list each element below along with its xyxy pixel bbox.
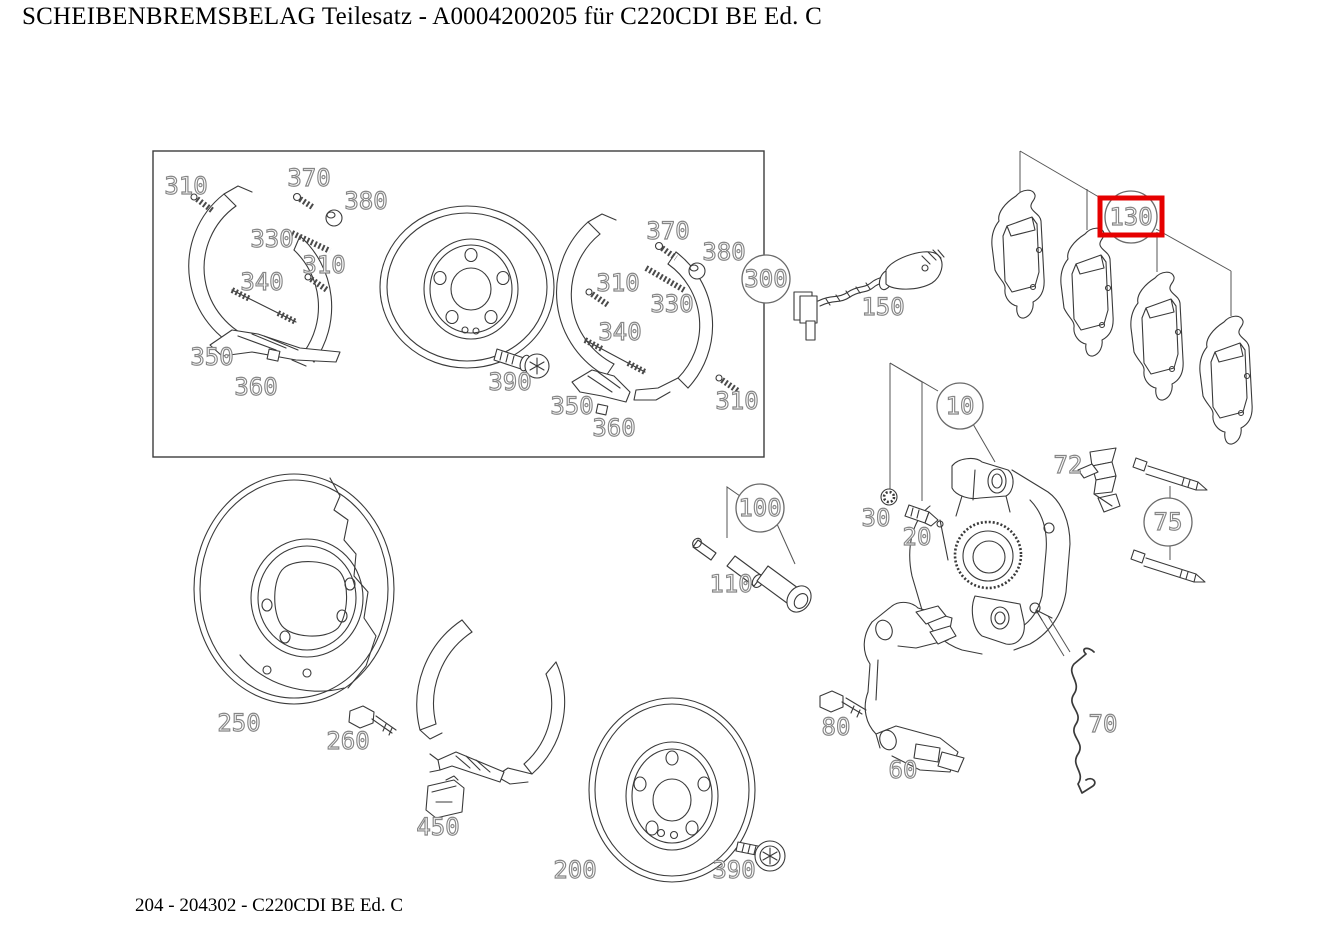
callout-330[interactable]: 330 [250,224,295,253]
inset-box [152,150,765,458]
callout-200[interactable]: 200 [553,855,598,884]
callout-450[interactable]: 450 [416,812,461,841]
callout-130-highlighted[interactable]: 130 [1109,202,1154,231]
shield-bolt-art [348,705,397,736]
ref-circle-300 [741,254,791,304]
callout-360[interactable]: 360 [234,372,279,401]
callout-340[interactable]: 340 [240,267,285,296]
callout-340r[interactable]: 340 [598,317,643,346]
callout-110[interactable]: 110 [709,569,754,598]
pads-leader-lines [1019,150,1232,316]
callout-350[interactable]: 350 [190,342,235,371]
callout-150[interactable]: 150 [861,292,906,321]
callout-310[interactable]: 310 [164,171,209,200]
ref-circle-100 [735,483,785,533]
callout-350r[interactable]: 350 [550,391,595,420]
caliper-art [909,457,1071,655]
callout-380r[interactable]: 380 [702,237,747,266]
page-title: SCHEIBENBREMSBELAG Teilesatz - A00042002… [22,3,822,30]
dust-shield-art [193,473,395,705]
callout-75[interactable]: 75 [1153,507,1183,536]
spring-clip-art [1077,447,1121,513]
callout-100[interactable]: 100 [738,493,783,522]
callout-390[interactable]: 390 [488,367,533,396]
caliper-leader-lines [889,362,996,501]
highlight-box [1097,195,1165,238]
guide-sleeve-leader-lines [726,486,796,565]
callout-30[interactable]: 30 [861,503,891,532]
callout-72[interactable]: 72 [1053,450,1083,479]
retaining-spring-art [1035,609,1096,794]
callout-260[interactable]: 260 [326,726,371,755]
brake-pad-4 [1200,316,1252,444]
guide-sleeve-parts-art [692,537,812,613]
callout-360r[interactable]: 360 [592,413,637,442]
callout-330r[interactable]: 330 [650,289,695,318]
disc-screw-underside-art [735,840,786,872]
brake-pad-3 [1131,272,1183,400]
inset-brake-disc-art [379,205,555,369]
ref-circle-75 [1143,497,1193,547]
callout-20[interactable]: 20 [902,522,932,551]
parking-shoe-assembly-right-art [555,213,740,416]
caliper-carrier-art [863,601,965,773]
callout-70[interactable]: 70 [1088,709,1118,738]
callout-250[interactable]: 250 [217,708,262,737]
callout-370[interactable]: 370 [287,163,332,192]
brake-pad-2 [1061,228,1113,356]
ref-circle-130 [1104,190,1158,244]
footer-caption: 204 - 204302 - C220CDI BE Ed. C [135,895,404,916]
callout-390b[interactable]: 390 [712,855,757,884]
callout-310r2[interactable]: 310 [715,386,760,415]
nut-art [880,488,898,506]
ref-circle-10 [936,382,984,430]
brake-pad-1 [992,190,1044,318]
callout-300[interactable]: 300 [744,264,789,293]
callout-80[interactable]: 80 [821,712,851,741]
callout-310r[interactable]: 310 [596,268,641,297]
callout-60[interactable]: 60 [888,755,918,784]
callout-310b[interactable]: 310 [302,250,347,279]
adjuster-art [425,751,505,819]
disc-screw-inset-art [493,348,550,379]
brake-disc-art [588,697,756,883]
callout-10[interactable]: 10 [945,391,975,420]
callout-380[interactable]: 380 [344,186,389,215]
bleeder-screw-art [904,504,944,528]
carrier-bolt-art [819,690,867,718]
parking-shoe-assembly-left-art [188,185,343,367]
wear-sensor-art [793,249,945,341]
callout-370r[interactable]: 370 [646,216,691,245]
